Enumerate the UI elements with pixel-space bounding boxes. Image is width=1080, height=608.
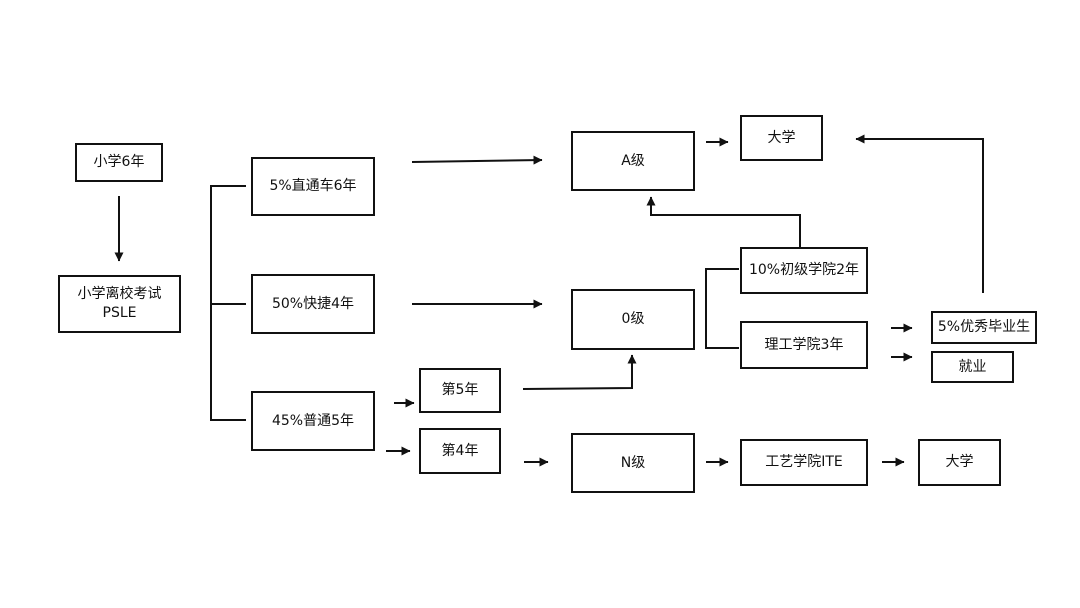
node-employment-label: 就业: [958, 358, 987, 375]
node-normal-5yr: 45%普通5年: [251, 391, 375, 451]
node-psle-label-line2: PSLE: [102, 305, 137, 321]
node-junior-college: 10%初级学院2年: [740, 247, 868, 294]
node-year-4-label: 第4年: [441, 442, 479, 459]
node-express-4yr-label: 50%快捷4年: [271, 295, 355, 312]
node-employment: 就业: [931, 351, 1014, 383]
node-n-level: N级: [571, 433, 695, 493]
node-primary-school: 小学6年: [75, 143, 163, 182]
bracket-psle-streams: [210, 185, 246, 421]
node-polytechnic: 理工学院3年: [740, 321, 868, 369]
node-year-5-label: 第5年: [441, 382, 479, 399]
node-university-bottom-label: 大学: [945, 454, 974, 471]
node-university-top: 大学: [740, 115, 823, 161]
arrow-top-grads-to-university: [855, 134, 984, 293]
node-a-level: A级: [571, 131, 695, 191]
node-university-top-label: 大学: [767, 129, 796, 146]
node-ite-label: 工艺学院ITE: [765, 454, 843, 471]
node-top-5pct-graduates-label: 5%优秀毕业生: [937, 319, 1031, 336]
node-express-4yr: 50%快捷4年: [251, 274, 375, 334]
node-year-5: 第5年: [419, 368, 501, 413]
arrow-express6-to-alevel: [411, 155, 543, 165]
node-junior-college-label: 10%初级学院2年: [748, 262, 860, 279]
node-top-5pct-graduates: 5%优秀毕业生: [931, 311, 1037, 344]
node-a-level-label: A级: [621, 152, 645, 169]
node-psle: 小学离校考试 PSLE: [58, 275, 181, 333]
node-express-6yr: 5%直通车6年: [251, 157, 375, 216]
node-o-level-label: 0级: [621, 311, 645, 328]
node-university-bottom: 大学: [918, 439, 1001, 486]
arrow-year5-to-olevel: [522, 354, 637, 390]
node-psle-label-line1: 小学离校考试: [77, 286, 162, 303]
node-express-6yr-label: 5%直通车6年: [269, 178, 357, 195]
arrow-jc-to-alevel: [646, 196, 801, 247]
node-ite: 工艺学院ITE: [740, 439, 868, 486]
bracket-olevel-options: [705, 268, 739, 349]
node-normal-5yr-label: 45%普通5年: [271, 412, 355, 429]
node-primary-school-label: 小学6年: [93, 154, 145, 171]
node-year-4: 第4年: [419, 428, 501, 474]
node-polytechnic-label: 理工学院3年: [764, 336, 844, 353]
node-o-level: 0级: [571, 289, 695, 350]
node-n-level-label: N级: [620, 454, 646, 471]
